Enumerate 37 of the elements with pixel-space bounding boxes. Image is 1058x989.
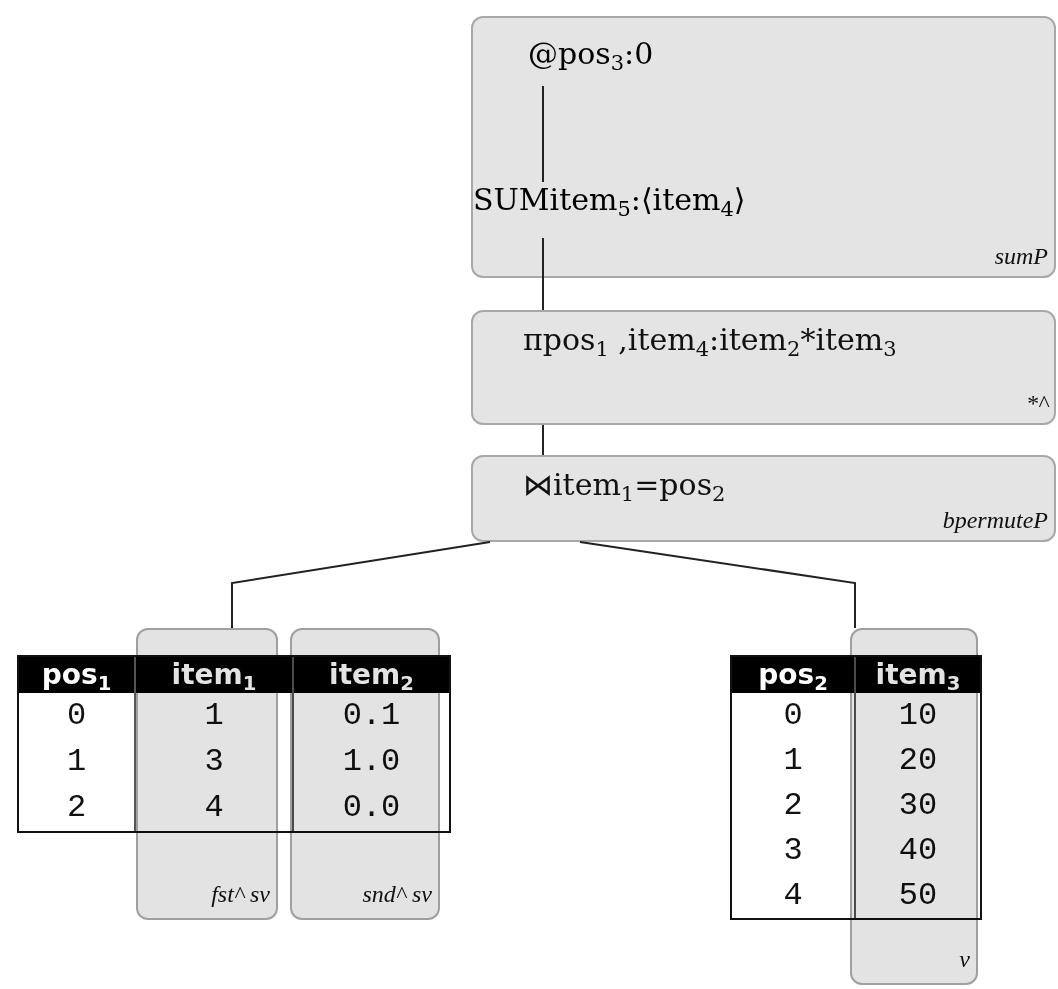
connector-line	[542, 237, 544, 311]
table-cell: 0.0	[292, 785, 449, 831]
annotation-label: bpermuteP	[942, 507, 1048, 534]
table-cell: 20	[854, 738, 980, 783]
column-highlight	[850, 628, 978, 985]
operator-box	[471, 310, 1056, 425]
table-cell: 40	[854, 828, 980, 873]
connector-line	[542, 85, 544, 183]
annotation-label: fst^ sv	[211, 881, 270, 908]
column-header: pos$_{1}$	[19, 657, 134, 693]
column-header: pos$_{2}$	[732, 657, 854, 693]
table-cell: 0.1	[292, 693, 449, 739]
column-header: item$_{3}$	[854, 657, 980, 693]
connector-line	[542, 424, 544, 456]
table-cell: 1.0	[292, 739, 449, 785]
table-cell: 50	[854, 873, 980, 918]
operator-label: SUMitem$_{5}$:⟨item$_{4}$⟩	[473, 182, 746, 217]
column-highlight	[290, 628, 440, 920]
annotation-label: v	[959, 946, 970, 973]
table-cell: 30	[854, 783, 980, 828]
annotation-label: *^	[1025, 390, 1048, 417]
operator-label: ⋈item$_{1}$=pos$_{2}$	[523, 467, 726, 502]
operator-label: @pos$_{3}$:0	[528, 36, 654, 71]
connector-line	[231, 541, 491, 629]
annotation-label: sumP	[994, 243, 1048, 270]
table-cell: 4	[134, 785, 292, 831]
table-cell: 1	[134, 693, 292, 739]
operator-label: πpos$_{1}$ ,item$_{4}$:item$_{2}$*item$_{3}$	[523, 322, 897, 357]
connector-line	[579, 541, 856, 629]
annotation-label: snd^ sv	[362, 881, 432, 908]
table-cell: 10	[854, 693, 980, 738]
operator-box	[471, 455, 1056, 542]
column-header: item$_{2}$	[292, 657, 449, 693]
column-header: item$_{1}$	[134, 657, 292, 693]
operator-box	[471, 16, 1056, 278]
table-cell: 3	[134, 739, 292, 785]
column-highlight	[136, 628, 278, 920]
